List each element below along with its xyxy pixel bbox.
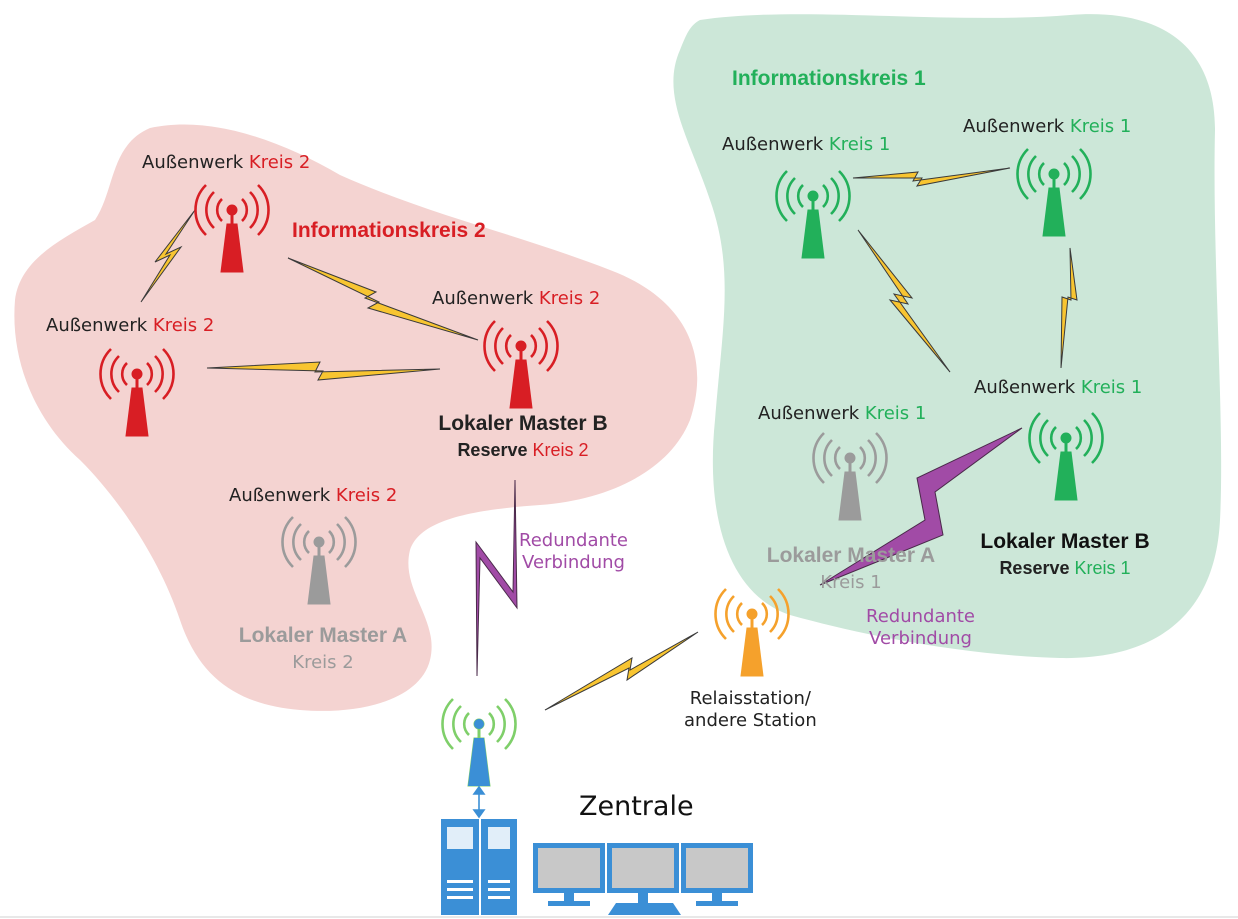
station-circle: Kreis 1 xyxy=(828,134,891,155)
station-name: Außenwerk xyxy=(142,152,244,173)
station-circle: Kreis 1 xyxy=(1080,377,1143,398)
station-name: Außenwerk xyxy=(758,403,860,424)
station-name: Außenwerk xyxy=(722,134,824,155)
radio-link-bolt xyxy=(857,229,951,373)
master-title: Lokaler Master A xyxy=(238,624,408,647)
station-circle: Kreis 2 xyxy=(335,485,398,506)
station-label-circle1-left: Außenwerk Kreis 1 xyxy=(722,134,890,156)
circle1-master-a-label: Lokaler Master A Kreis 1 xyxy=(740,542,962,596)
circle1-region xyxy=(673,14,1222,659)
radio-link-bolt xyxy=(206,361,441,381)
master-role-line: Reserve Kreis 1 xyxy=(960,555,1170,582)
circle2-master-a-label: Lokaler Master A Kreis 2 xyxy=(208,622,438,676)
circle2-region xyxy=(14,124,698,711)
station-circle: Kreis 1 xyxy=(864,403,927,424)
redundant-line1: Redundante xyxy=(519,530,629,551)
station-circle: Kreis 1 xyxy=(1069,116,1132,137)
central-uplink-arrow xyxy=(472,785,486,819)
redundant-link-bolt-circle1 xyxy=(819,427,1023,586)
circle1-master-b-label: Lokaler Master B Reserve Kreis 1 xyxy=(960,528,1170,582)
station-name: Außenwerk xyxy=(229,485,331,506)
master-circle: Kreis 1 xyxy=(1074,558,1131,578)
redundant-line1: Redundante xyxy=(866,606,976,627)
station-circle: Kreis 2 xyxy=(248,152,311,173)
master-role-line: Reserve Kreis 2 xyxy=(420,437,626,464)
radio-link-bolt xyxy=(544,631,699,711)
station-name: Außenwerk xyxy=(963,116,1065,137)
station-label-circle2-master-a: Außenwerk Kreis 2 xyxy=(229,485,397,507)
circle1-title: Informationskreis 1 xyxy=(732,67,926,90)
station-circle: Kreis 2 xyxy=(538,288,601,309)
station-name: Außenwerk xyxy=(974,377,1076,398)
radio-links xyxy=(140,167,1078,711)
server-icon xyxy=(441,819,517,915)
redundant-label-circle2: Redundante Verbindung xyxy=(519,530,628,574)
station-circle: Kreis 2 xyxy=(152,315,215,336)
redundant-line2: Verbindung xyxy=(869,628,972,649)
circle2-master-b-label: Lokaler Master B Reserve Kreis 2 xyxy=(420,410,626,464)
relay-line2: andere Station xyxy=(684,710,817,731)
master-title: Lokaler Master A xyxy=(766,544,936,567)
master-title: Lokaler Master B xyxy=(980,530,1150,553)
station-label-circle1-right: Außenwerk Kreis 1 xyxy=(963,116,1131,138)
station-label-circle2-top: Außenwerk Kreis 2 xyxy=(142,152,310,174)
station-label-circle1-master-b: Außenwerk Kreis 1 xyxy=(974,377,1142,399)
station-name: Außenwerk xyxy=(432,288,534,309)
keyboard-icon xyxy=(608,903,681,915)
relay-label: Relaisstation/ andere Station xyxy=(684,688,817,732)
master-title: Lokaler Master B xyxy=(438,412,608,435)
relay-line1: Relaisstation/ xyxy=(689,688,811,709)
redundant-line2: Verbindung xyxy=(522,552,625,573)
redundant-label-circle1: Redundante Verbindung xyxy=(866,606,975,650)
master-role: Reserve xyxy=(457,440,528,460)
master-circle: Kreis 2 xyxy=(532,440,589,460)
station-label-circle2-master-b: Außenwerk Kreis 2 xyxy=(432,288,600,310)
station-name: Außenwerk xyxy=(46,315,148,336)
redundant-link-bolt-circle2 xyxy=(475,479,518,677)
station-label-circle1-master-a: Außenwerk Kreis 1 xyxy=(758,403,926,425)
radio-link-bolt xyxy=(852,167,1011,187)
radio-link-bolt xyxy=(1060,247,1078,369)
radio-link-bolt xyxy=(287,257,479,341)
master-circle: Kreis 2 xyxy=(292,652,354,673)
master-role: Reserve xyxy=(999,558,1070,578)
circle2-title: Informationskreis 2 xyxy=(292,219,486,242)
master-circle: Kreis 1 xyxy=(820,572,882,593)
central-title: Zentrale xyxy=(579,791,694,822)
monitor-icons xyxy=(533,843,753,906)
station-label-circle2-left: Außenwerk Kreis 2 xyxy=(46,315,214,337)
